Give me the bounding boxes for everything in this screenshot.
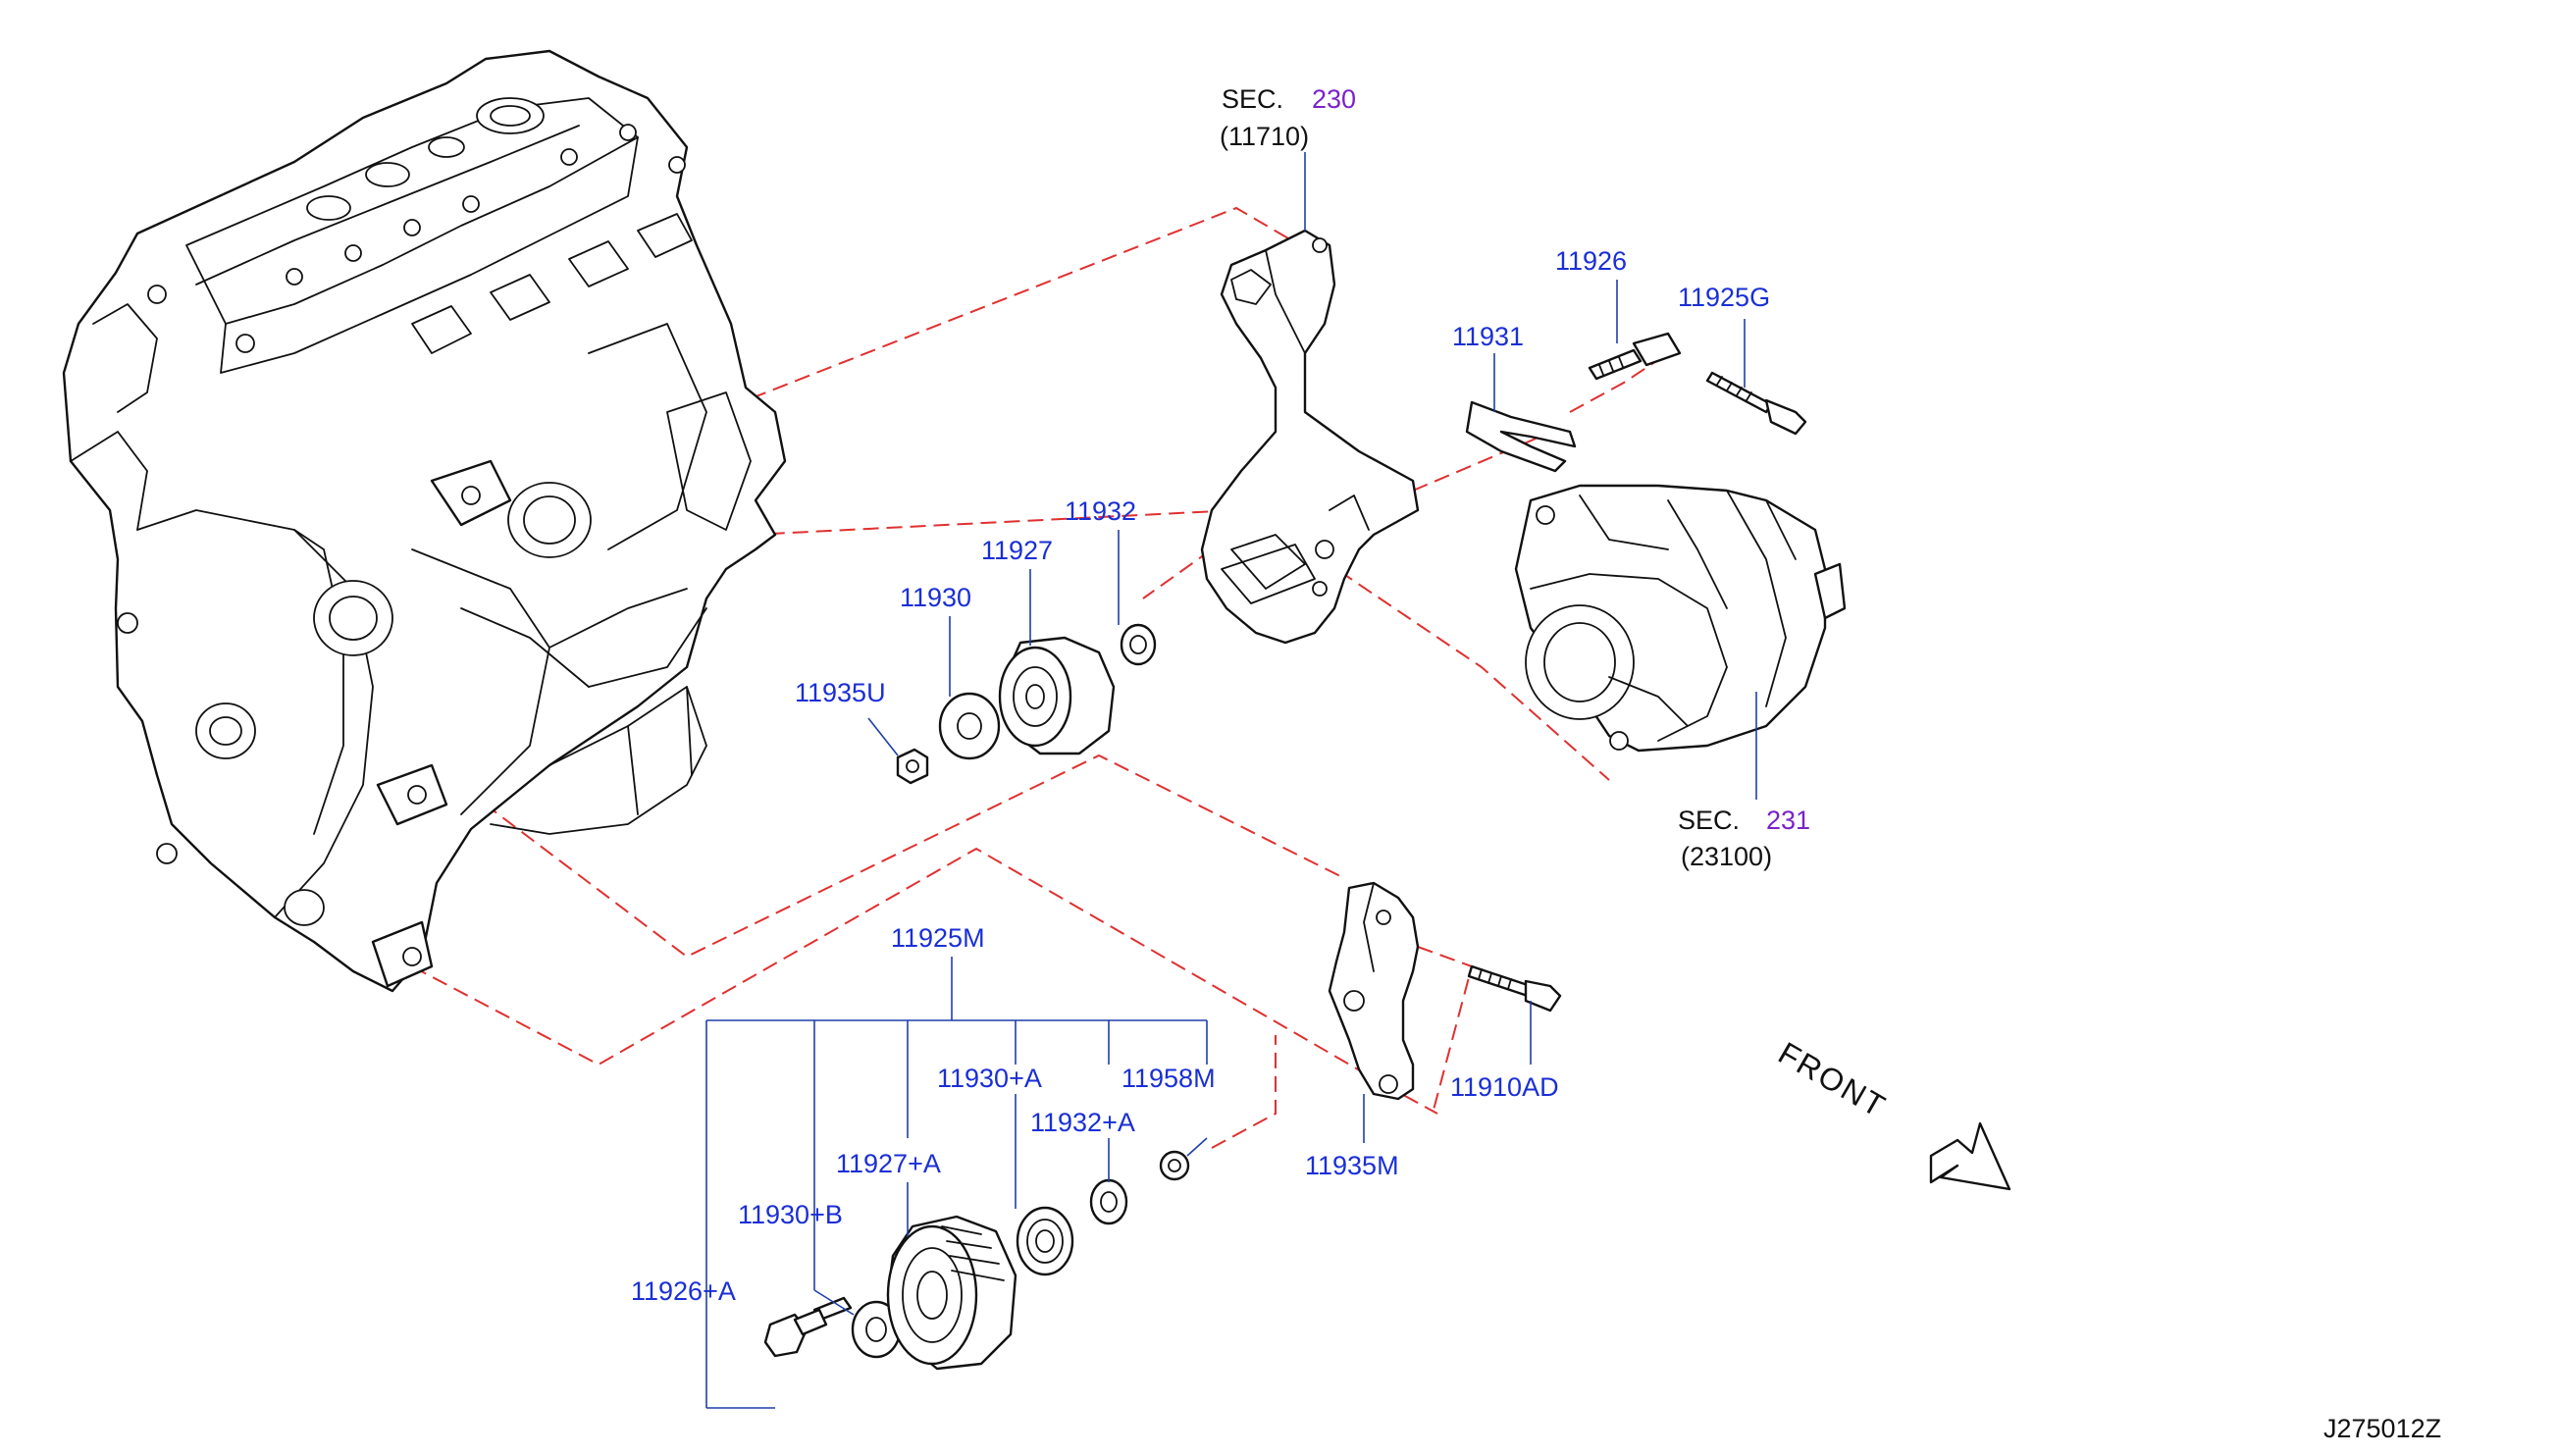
front-direction-label: FRONT bbox=[1773, 1035, 1893, 1124]
part-label-11930-b[interactable]: 11930+B bbox=[738, 1200, 843, 1229]
part-label-11932-a[interactable]: 11932+A bbox=[1030, 1108, 1135, 1137]
assembly-dashed-lines bbox=[411, 206, 1669, 1149]
part-label-11925m[interactable]: 11925M bbox=[891, 923, 985, 953]
engine-block-illustration bbox=[62, 49, 787, 993]
bolt-11910ad-illustration bbox=[1467, 964, 1562, 1013]
diagram-reference-code: J275012Z bbox=[2323, 1414, 2441, 1443]
part-label-11910ad[interactable]: 11910AD bbox=[1450, 1072, 1559, 1102]
part-label-11931[interactable]: 11931 bbox=[1452, 322, 1524, 351]
part-label-11925g[interactable]: 11925G bbox=[1678, 283, 1770, 312]
front-direction-indicator: FRONT bbox=[1773, 1035, 2011, 1191]
part-label-11927-a[interactable]: 11927+A bbox=[836, 1149, 941, 1178]
alternator-illustration bbox=[1514, 484, 1847, 753]
part-label-11935m[interactable]: 11935M bbox=[1305, 1151, 1399, 1180]
section-230-code: (11710) bbox=[1220, 122, 1309, 151]
part-label-11935u[interactable]: 11935U bbox=[795, 678, 886, 707]
part-label-11930[interactable]: 11930 bbox=[900, 583, 971, 612]
section-230-number[interactable]: 230 bbox=[1312, 84, 1356, 114]
lower-kit-illustration bbox=[763, 1150, 1190, 1371]
part-label-11926-a[interactable]: 11926+A bbox=[631, 1276, 736, 1306]
section-231-prefix: SEC. bbox=[1678, 806, 1740, 835]
front-arrow-icon bbox=[1929, 1121, 2011, 1191]
part-label-11927[interactable]: 11927 bbox=[981, 536, 1053, 565]
bolt-11925g-illustration bbox=[1705, 371, 1807, 436]
section-230-prefix: SEC. bbox=[1222, 84, 1283, 114]
section-231-number[interactable]: 231 bbox=[1766, 806, 1810, 835]
bolt-11926-illustration bbox=[1588, 332, 1682, 381]
upper-idler-group-illustration bbox=[896, 623, 1157, 785]
part-label-11930-a[interactable]: 11930+A bbox=[937, 1064, 1042, 1093]
part-label-11932[interactable]: 11932 bbox=[1065, 496, 1136, 526]
alternator-bracket-illustration bbox=[1200, 229, 1420, 645]
adjusting-bar-illustration bbox=[1465, 400, 1577, 473]
idler-bracket-11935m-illustration bbox=[1328, 881, 1420, 1101]
part-label-11926[interactable]: 11926 bbox=[1555, 246, 1627, 276]
section-231-code: (23100) bbox=[1681, 842, 1772, 871]
part-label-11958m[interactable]: 11958M bbox=[1122, 1064, 1216, 1093]
leader-lines bbox=[705, 152, 1757, 1409]
